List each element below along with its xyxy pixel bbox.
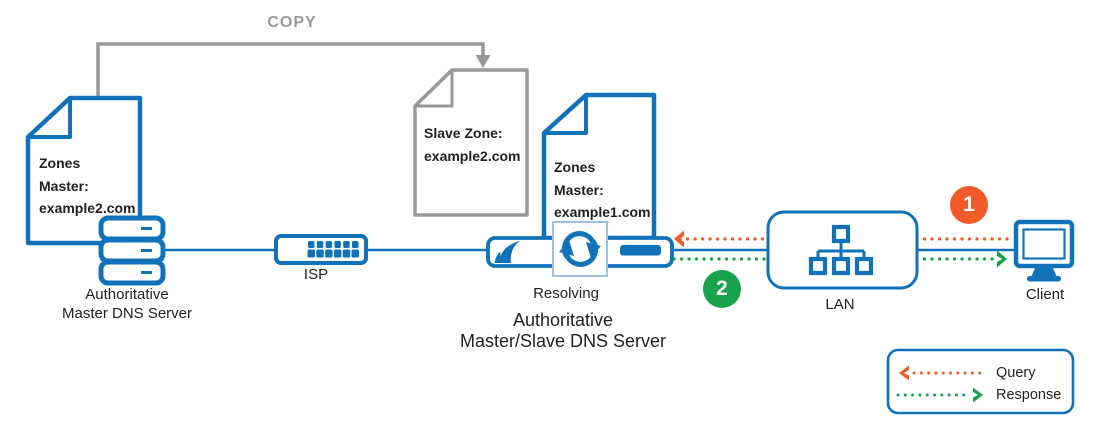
copy-label: COPY: [267, 14, 317, 31]
master-slave-server-label-line2: Master/Slave DNS Server: [459, 331, 667, 351]
lan-label: LAN: [825, 296, 855, 313]
client-monitor-icon: [1013, 219, 1075, 282]
legend-box: [886, 348, 1075, 415]
response-flow-line: [672, 250, 1007, 268]
zone-file-line: Slave Zone:: [424, 125, 503, 141]
lan-network-icon: [808, 224, 874, 276]
copy-arrow-icon: [96, 42, 491, 96]
client-label: Client: [1025, 286, 1065, 303]
master-zone-file2-icon: [541, 92, 657, 241]
legend-query-arrow-icon: [899, 365, 909, 381]
slave-zone-file-text: Slave Zone: example2.com: [424, 122, 521, 167]
zone-file-line: example1.com: [554, 204, 651, 220]
master-server-label-line2: Master DNS Server: [61, 304, 193, 322]
master-dns-server-icon: [98, 215, 166, 286]
master-zone-file2-text: Zones Master: example1.com: [554, 156, 651, 224]
slave-zone-file-icon: [413, 68, 529, 217]
legend-response-label: Response: [996, 387, 1062, 403]
resolving-label: Resolving: [533, 285, 599, 302]
step-2-badge: 2: [703, 270, 741, 308]
zone-file-line: Zones: [554, 159, 596, 175]
zone-file-line: Master:: [39, 177, 89, 194]
lan-box-icon: [766, 210, 919, 290]
sync-icon: [552, 221, 608, 277]
master-slave-server-label: Authoritative Master/Slave DNS Server: [460, 310, 666, 352]
isp-switch-icon: [274, 234, 368, 265]
master-server-label: Authoritative Master DNS Server: [62, 286, 192, 324]
zone-file-line: Zones: [39, 155, 81, 171]
appliance-wave-logo-icon: [499, 241, 520, 263]
master-zone-file-icon: [25, 95, 143, 246]
legend-query-label: Query: [996, 365, 1036, 381]
legend-response-arrow-icon: [973, 387, 983, 403]
master-slave-server-label-line1: Authoritative: [512, 310, 614, 330]
master-server-label-line1: Authoritative: [85, 286, 169, 303]
step-1-badge: 1: [950, 186, 988, 224]
query-arrowhead-icon: [674, 230, 684, 248]
isp-label: ISP: [303, 266, 329, 283]
zone-file-line: Master:: [554, 181, 604, 198]
query-flow-line: [674, 230, 1015, 248]
zone-file-line: example2.com: [424, 147, 521, 164]
zone-file-line: example2.com: [39, 200, 136, 216]
master-zone-file-text: Zones Master: example2.com: [39, 152, 136, 220]
response-arrowhead-icon: [997, 250, 1007, 268]
